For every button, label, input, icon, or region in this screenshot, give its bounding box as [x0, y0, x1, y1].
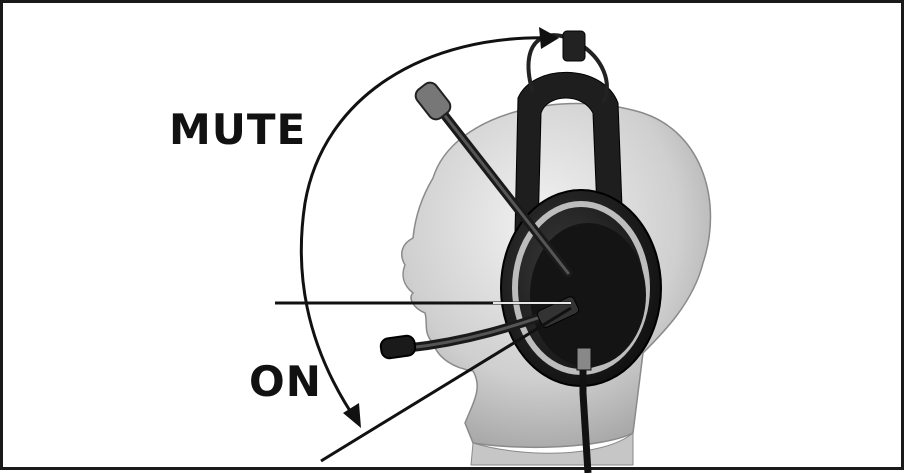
cable-strain-relief: [577, 348, 591, 370]
on-label: ON: [249, 361, 322, 403]
arrowhead-up-icon: [539, 27, 559, 49]
headset-illustration: [3, 3, 904, 473]
mute-label: MUTE: [169, 109, 306, 151]
